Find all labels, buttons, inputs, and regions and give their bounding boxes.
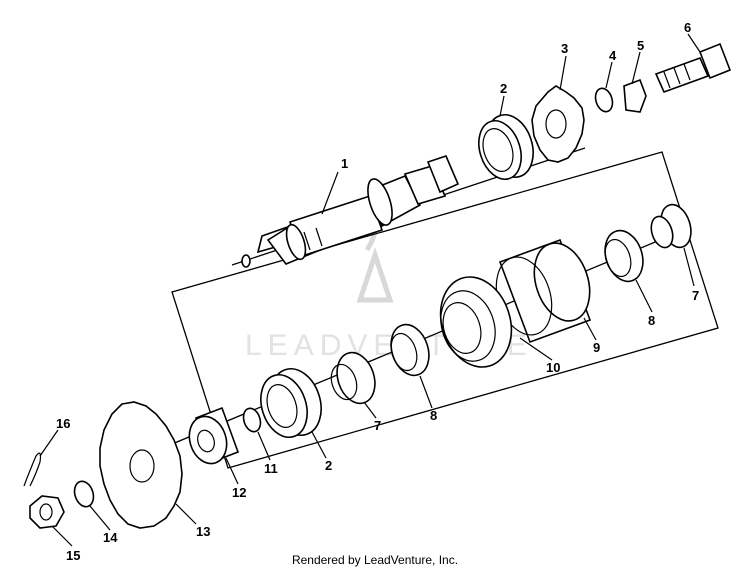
drum-part-9 xyxy=(495,238,592,344)
tapered-bearing-part-7-right xyxy=(650,203,692,249)
callout-12: 12 xyxy=(232,485,246,500)
callout-5: 5 xyxy=(637,38,644,53)
washer-part-4 xyxy=(594,87,614,113)
footer-credit: Rendered by LeadVenture, Inc. xyxy=(291,553,459,567)
callout-7-middle: 7 xyxy=(374,418,381,433)
callout-9: 9 xyxy=(593,340,600,355)
callout-11: 11 xyxy=(264,461,278,476)
callout-8-middle: 8 xyxy=(430,408,437,423)
callout-3: 3 xyxy=(561,41,568,56)
shaft-part-1 xyxy=(231,147,586,268)
callout-2-upper: 2 xyxy=(500,81,507,96)
cam-drum-part-10 xyxy=(439,276,513,368)
bearing-part-2-lower xyxy=(260,368,322,438)
callout-4: 4 xyxy=(609,48,617,63)
leader-lines xyxy=(39,33,701,547)
callout-16: 16 xyxy=(56,416,70,431)
callout-15: 15 xyxy=(66,548,80,563)
callout-13: 13 xyxy=(196,524,210,539)
callout-2-lower: 2 xyxy=(325,458,332,473)
cotter-pin-part-16 xyxy=(23,452,42,487)
tab-washer-part-5 xyxy=(623,78,647,113)
race-part-8-right xyxy=(604,229,644,283)
callout-1: 1 xyxy=(341,156,348,171)
callout-7-right: 7 xyxy=(692,288,699,303)
bolt-part-6 xyxy=(654,42,732,94)
callout-8-right: 8 xyxy=(648,313,655,328)
callout-10: 10 xyxy=(546,360,560,375)
callout-14: 14 xyxy=(103,530,118,545)
castle-nut-part-15 xyxy=(29,495,65,529)
spacer-part-12 xyxy=(188,406,240,465)
race-part-8-middle xyxy=(390,323,430,377)
sprocket-part-3 xyxy=(531,85,585,163)
sprocket-part-13 xyxy=(99,401,183,529)
subassembly-bracket xyxy=(171,151,719,469)
washer-part-14 xyxy=(73,480,95,508)
callout-6: 6 xyxy=(684,20,691,35)
washer-part-11 xyxy=(242,407,262,433)
bearing-part-2-upper xyxy=(478,114,534,180)
